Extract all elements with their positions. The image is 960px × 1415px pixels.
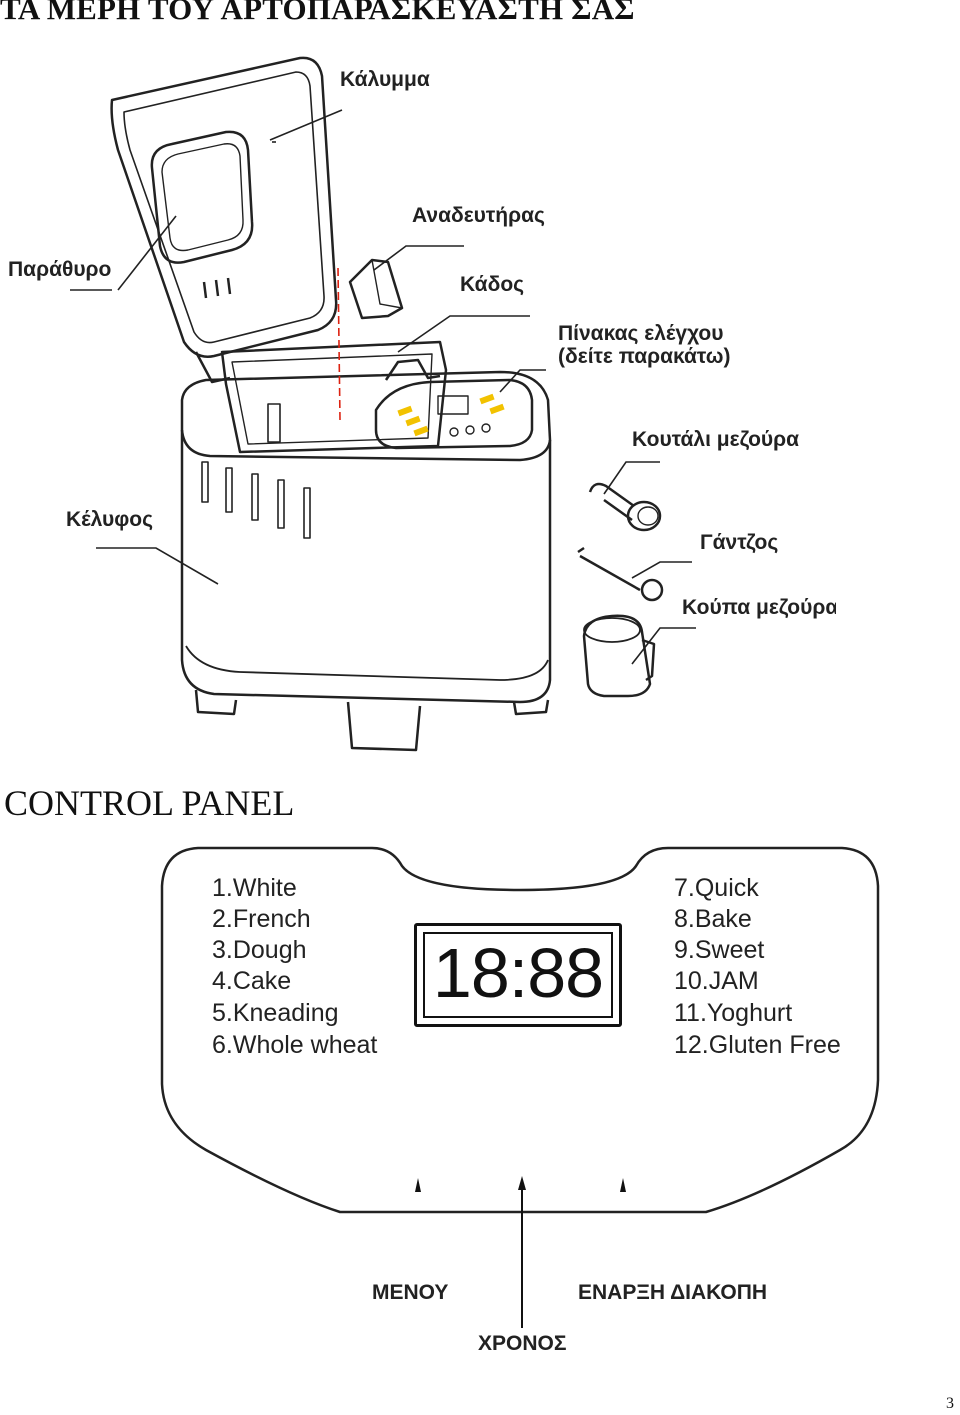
measuring-spoon-shape bbox=[588, 482, 635, 508]
label-measuring-spoon: Κουτάλι μεζούρα bbox=[632, 428, 800, 451]
program-item: 11.Yoghurt bbox=[674, 999, 793, 1027]
housing-shape bbox=[180, 430, 552, 704]
label-pan: Κάδος bbox=[460, 273, 525, 296]
body-top bbox=[180, 370, 552, 462]
program-item: 2.French bbox=[212, 905, 311, 933]
menu-button-label[interactable]: ΜΕΝΟΥ bbox=[372, 1281, 449, 1304]
label-housing: Κέλυφος bbox=[66, 508, 153, 531]
program-item: 9.Sweet bbox=[674, 936, 765, 964]
lcd-display-frame: 18:88 bbox=[423, 932, 613, 1018]
label-hook: Γάντζος bbox=[700, 531, 779, 554]
time-arrow bbox=[518, 1176, 526, 1190]
lcd-display-value: 18:88 bbox=[432, 934, 604, 1012]
program-item: 10.JAM bbox=[674, 967, 759, 995]
control-panel-area bbox=[374, 378, 534, 450]
lid-shape bbox=[110, 56, 338, 358]
time-button-label[interactable]: ΧΡΟΝΟΣ bbox=[478, 1332, 567, 1355]
label-control-panel: Πίνακας ελέγχου (δείτε παρακάτω) bbox=[558, 322, 730, 368]
program-item: 6.Whole wheat bbox=[212, 1031, 378, 1059]
page-heading: ΤΑ ΜΕΡΗ ΤΟΥ ΑΡΤΟΠΑΡΑΣΚΕΥΑΣΤΗ ΣΑΣ bbox=[0, 0, 635, 26]
label-control-panel-line1: Πίνακας ελέγχου bbox=[558, 322, 724, 345]
label-lid: Κάλυμμα bbox=[340, 68, 430, 91]
label-measuring-cup: Κούπα μεζούρα bbox=[682, 596, 836, 619]
start-stop-arrow bbox=[620, 1178, 626, 1192]
label-control-panel-line2: (δείτε παρακάτω) bbox=[558, 345, 731, 369]
label-kneader: Αναδευτήρας bbox=[412, 204, 545, 227]
pan-shape bbox=[220, 340, 448, 454]
window-shape bbox=[150, 130, 254, 264]
program-item: 3.Dough bbox=[212, 936, 307, 964]
label-window: Παράθυρο bbox=[8, 258, 112, 281]
bread-maker-illustration bbox=[70, 56, 696, 752]
panel-buttons-color bbox=[397, 393, 505, 437]
program-item: 12.Gluten Free bbox=[674, 1031, 841, 1059]
start-stop-button-label[interactable]: ΕΝΑΡΞΗ ΔΙΑΚΟΠΗ bbox=[578, 1281, 768, 1304]
program-item: 8.Bake bbox=[674, 905, 752, 933]
menu-arrow bbox=[415, 1178, 421, 1192]
control-panel-title: CONTROL PANEL bbox=[4, 783, 295, 823]
program-item: 4.Cake bbox=[212, 967, 292, 995]
measuring-cup-shape bbox=[582, 614, 652, 698]
page-number: 3 bbox=[946, 1395, 954, 1412]
lcd-display: 18:88 bbox=[414, 923, 622, 1027]
program-item: 1.White bbox=[212, 874, 297, 902]
program-item: 7.Quick bbox=[674, 874, 759, 902]
hook-shape bbox=[579, 554, 641, 592]
program-item: 5.Kneading bbox=[212, 999, 339, 1027]
